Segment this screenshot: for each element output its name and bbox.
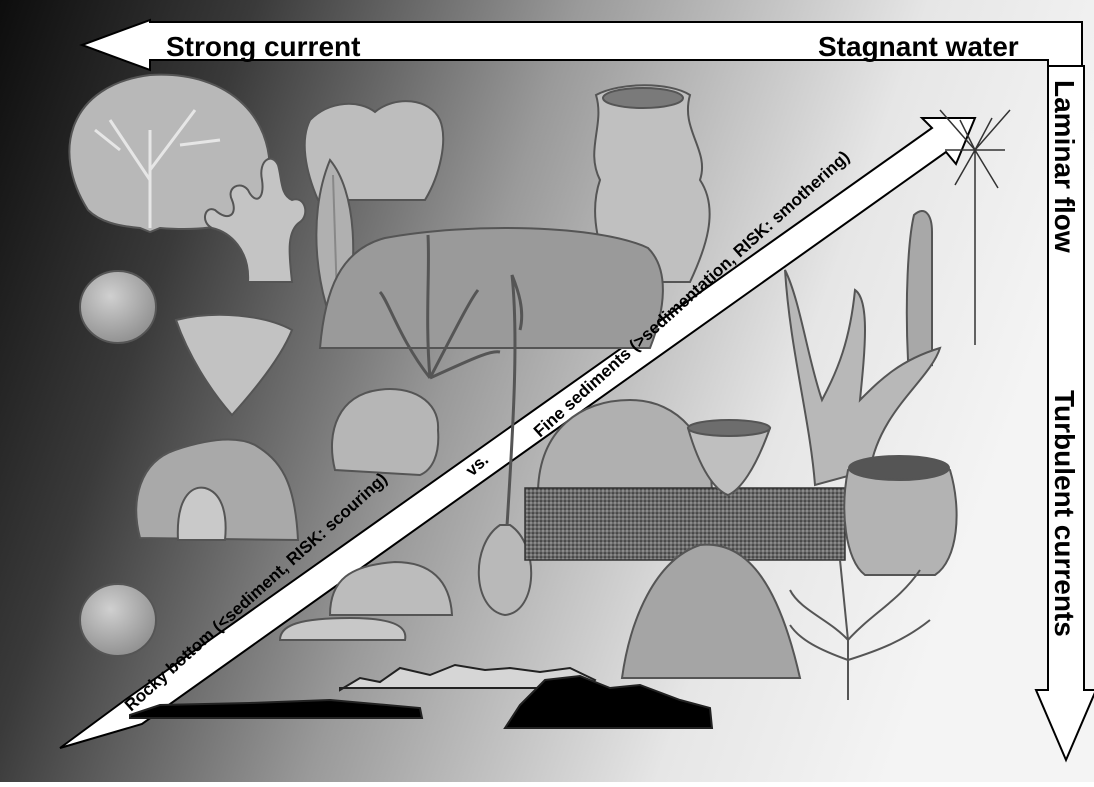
- sediment-layer: [525, 488, 845, 560]
- barrel-sponge: [844, 456, 956, 575]
- label-turbulent-currents: Turbulent currents: [1049, 390, 1080, 637]
- label-laminar-flow: Laminar flow: [1049, 80, 1080, 253]
- label-strong-current: Strong current: [166, 31, 360, 62]
- round-sponge-1: [80, 271, 156, 343]
- massive-sponge-mid: [320, 228, 663, 348]
- finger-sponge: [907, 211, 932, 365]
- label-stagnant-water: Stagnant water: [818, 31, 1019, 62]
- round-sponge-2: [80, 584, 156, 656]
